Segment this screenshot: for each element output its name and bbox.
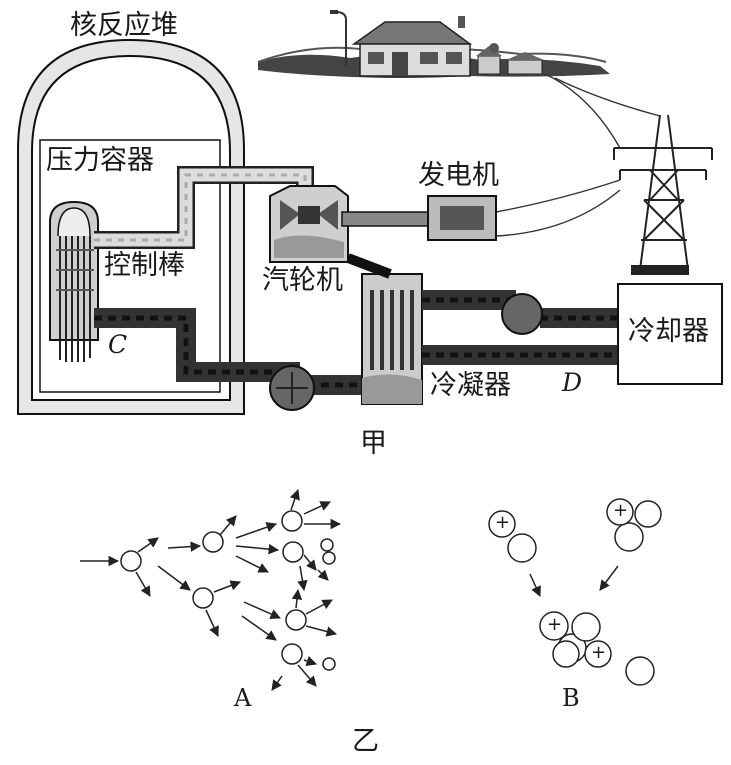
label-point-d: D (562, 368, 583, 397)
control-rods (56, 236, 94, 362)
caption-yi: 乙 (352, 726, 379, 757)
label-reactor: 核反应堆 (70, 10, 178, 41)
neutron-arrows (80, 489, 342, 691)
proton-plus-2: + (613, 500, 629, 521)
proton-plus-1: + (495, 512, 511, 533)
transmission-tower (613, 114, 713, 275)
cooler-box (617, 283, 723, 385)
proton-plus-3: + (547, 614, 563, 635)
turbine (269, 185, 349, 263)
reactor-building (17, 38, 245, 415)
label-turbine: 汽轮机 (262, 265, 343, 296)
proton-plus-4: + (591, 642, 607, 663)
chain-reaction (120, 510, 336, 671)
label-a: A (234, 684, 252, 712)
condenser (361, 273, 423, 405)
label-point-c: C (108, 330, 128, 359)
label-control-rod: 控制棒 (104, 250, 185, 281)
house (351, 16, 544, 77)
power-lines (495, 73, 661, 237)
fusion-arrows (529, 565, 619, 597)
fusion-nuclei (488, 498, 662, 686)
label-pressure-vessel: 压力容器 (46, 145, 154, 176)
caption-jia: 甲 (360, 428, 387, 459)
turbine-shaft (341, 211, 435, 227)
generator (427, 195, 497, 241)
label-condenser: 冷凝器 (430, 370, 511, 401)
pump-right (501, 293, 543, 335)
street-lamp (330, 10, 347, 66)
label-generator: 发电机 (418, 160, 499, 191)
label-b: B (562, 684, 580, 712)
label-cooler: 冷却器 (628, 316, 709, 347)
